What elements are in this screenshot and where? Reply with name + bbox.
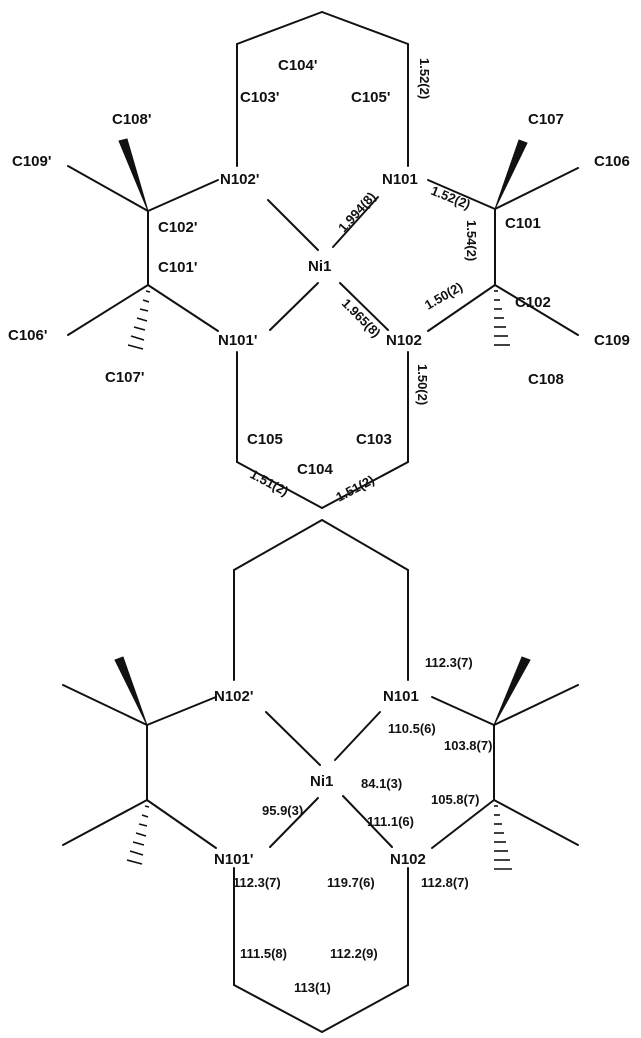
atom-c101p: C101' — [158, 259, 197, 276]
atom-b-n101: N101 — [383, 688, 419, 705]
bond-b-c104p-c105p — [321, 519, 409, 571]
bond-b-c101p-c106p — [62, 799, 148, 846]
bond-b-c102p-c109p — [62, 684, 148, 726]
wedge-b-c102p-c108p — [114, 656, 148, 726]
atom-c104: C104 — [297, 461, 334, 478]
atom-n102p: N102' — [220, 171, 259, 188]
bond-length-n102-c102: 1.50(2) — [422, 279, 465, 313]
atom-c108p: C108' — [112, 111, 151, 128]
bond-b-ni1-n101p — [269, 797, 319, 848]
bond-b-c102-n102 — [431, 799, 495, 849]
wedge-c102p-c108p — [118, 138, 149, 212]
bottom-structure: N102' N101 Ni1 N101' N102 112.3(7) 110.5… — [62, 519, 579, 1033]
atom-ni1: Ni1 — [308, 258, 331, 275]
wedge-c101-c107 — [494, 139, 528, 210]
atom-n101p: N101' — [218, 332, 257, 349]
bond-n102p-c102p — [147, 179, 219, 212]
atom-c104p: C104' — [278, 57, 317, 74]
angle-1: 112.3(7) — [425, 655, 473, 670]
bond-c102p-c109p — [67, 165, 149, 212]
hash-b-c101p-c107p — [126, 805, 150, 865]
atom-n101: N101 — [382, 171, 418, 188]
bond-n101-ni1 — [332, 196, 379, 248]
angle-10: 112.8(7) — [421, 875, 469, 890]
bond-c102-n102 — [427, 284, 496, 332]
wedge-b-c101-c107 — [493, 656, 531, 726]
bond-b-c102-c109 — [493, 799, 579, 846]
bond-c101p-n101p — [147, 284, 219, 332]
atom-c101: C101 — [505, 215, 541, 232]
bond-length-c105-c104: 1.51(2) — [248, 466, 291, 499]
bond-b-n101-c101 — [431, 696, 495, 726]
atom-b-n101p: N101' — [214, 851, 253, 868]
angle-7: 111.1(6) — [367, 814, 414, 829]
bond-b-c104-c103 — [321, 984, 409, 1033]
atom-c102p: C102' — [158, 219, 197, 236]
angle-3: 103.8(7) — [444, 738, 492, 753]
angle-12: 112.2(9) — [330, 946, 378, 961]
bond-length-c101-c102: 1.54(2) — [464, 220, 479, 261]
bond-c104-c103 — [321, 461, 409, 509]
hash-c102-c108 — [494, 290, 510, 346]
angle-2: 110.5(6) — [388, 721, 436, 736]
bond-b-c101-c106 — [493, 684, 579, 726]
hash-b-c102-c108 — [494, 805, 512, 870]
atom-c103p: C103' — [240, 89, 279, 106]
bond-c105-c104 — [236, 461, 323, 509]
atom-c108: C108 — [528, 371, 564, 388]
angle-8: 112.3(7) — [233, 875, 281, 890]
atom-b-ni1: Ni1 — [310, 773, 333, 790]
bond-c103p-c104p — [236, 11, 323, 45]
bond-n101-c101 — [427, 179, 496, 210]
atom-c107: C107 — [528, 111, 564, 128]
atom-b-n102: N102 — [390, 851, 426, 868]
angle-9: 119.7(6) — [327, 875, 375, 890]
bond-length-n102-c103: 1.50(2) — [415, 364, 430, 405]
bond-b-n102p-ni1 — [265, 711, 321, 766]
atom-n102: N102 — [386, 332, 422, 349]
angle-4: 84.1(3) — [361, 776, 402, 791]
atom-c105: C105 — [247, 431, 283, 448]
angle-11: 111.5(8) — [240, 946, 287, 961]
bond-c104p-c105p — [321, 11, 409, 45]
atom-c102: C102 — [515, 294, 551, 311]
hash-c101p-c107p — [127, 290, 151, 350]
bond-n102p-ni1 — [267, 199, 319, 251]
atom-c109p: C109' — [12, 153, 51, 170]
angle-13: 113(1) — [294, 980, 331, 995]
bond-ni1-n101p — [269, 282, 319, 331]
atom-b-n102p: N102' — [214, 688, 253, 705]
atom-c103: C103 — [356, 431, 392, 448]
angle-5: 105.8(7) — [431, 792, 479, 807]
top-structure: C104' C103' C105' C108' C109' N102' C102… — [8, 11, 630, 509]
bond-b-n101-ni1 — [334, 711, 381, 761]
bond-c101p-c106p — [67, 284, 149, 336]
bond-b-c103p-c104p — [233, 519, 323, 571]
bond-b-c105-c104 — [233, 984, 323, 1033]
bond-b-c101p-n101p — [146, 799, 217, 849]
angle-6: 95.9(3) — [262, 803, 303, 818]
atom-c109: C109 — [594, 332, 630, 349]
bond-length-c104-c103: 1.51(2) — [333, 472, 376, 505]
atom-c106: C106 — [594, 153, 630, 170]
bond-b-n102p-c102p — [146, 696, 217, 726]
atom-c105p: C105' — [351, 89, 390, 106]
bond-length-c105p-n101: 1.52(2) — [417, 58, 432, 99]
bond-length-ni1-n101: 1.994(8) — [335, 189, 379, 235]
bond-b-ni1-n102 — [342, 795, 393, 848]
bond-c102-c109 — [494, 284, 579, 336]
atom-c106p: C106' — [8, 327, 47, 344]
atom-c107p: C107' — [105, 369, 144, 386]
bond-ni1-n102 — [339, 282, 389, 331]
bond-length-n101-c101: 1.52(2) — [429, 183, 473, 212]
bond-c101-c106 — [494, 167, 579, 210]
